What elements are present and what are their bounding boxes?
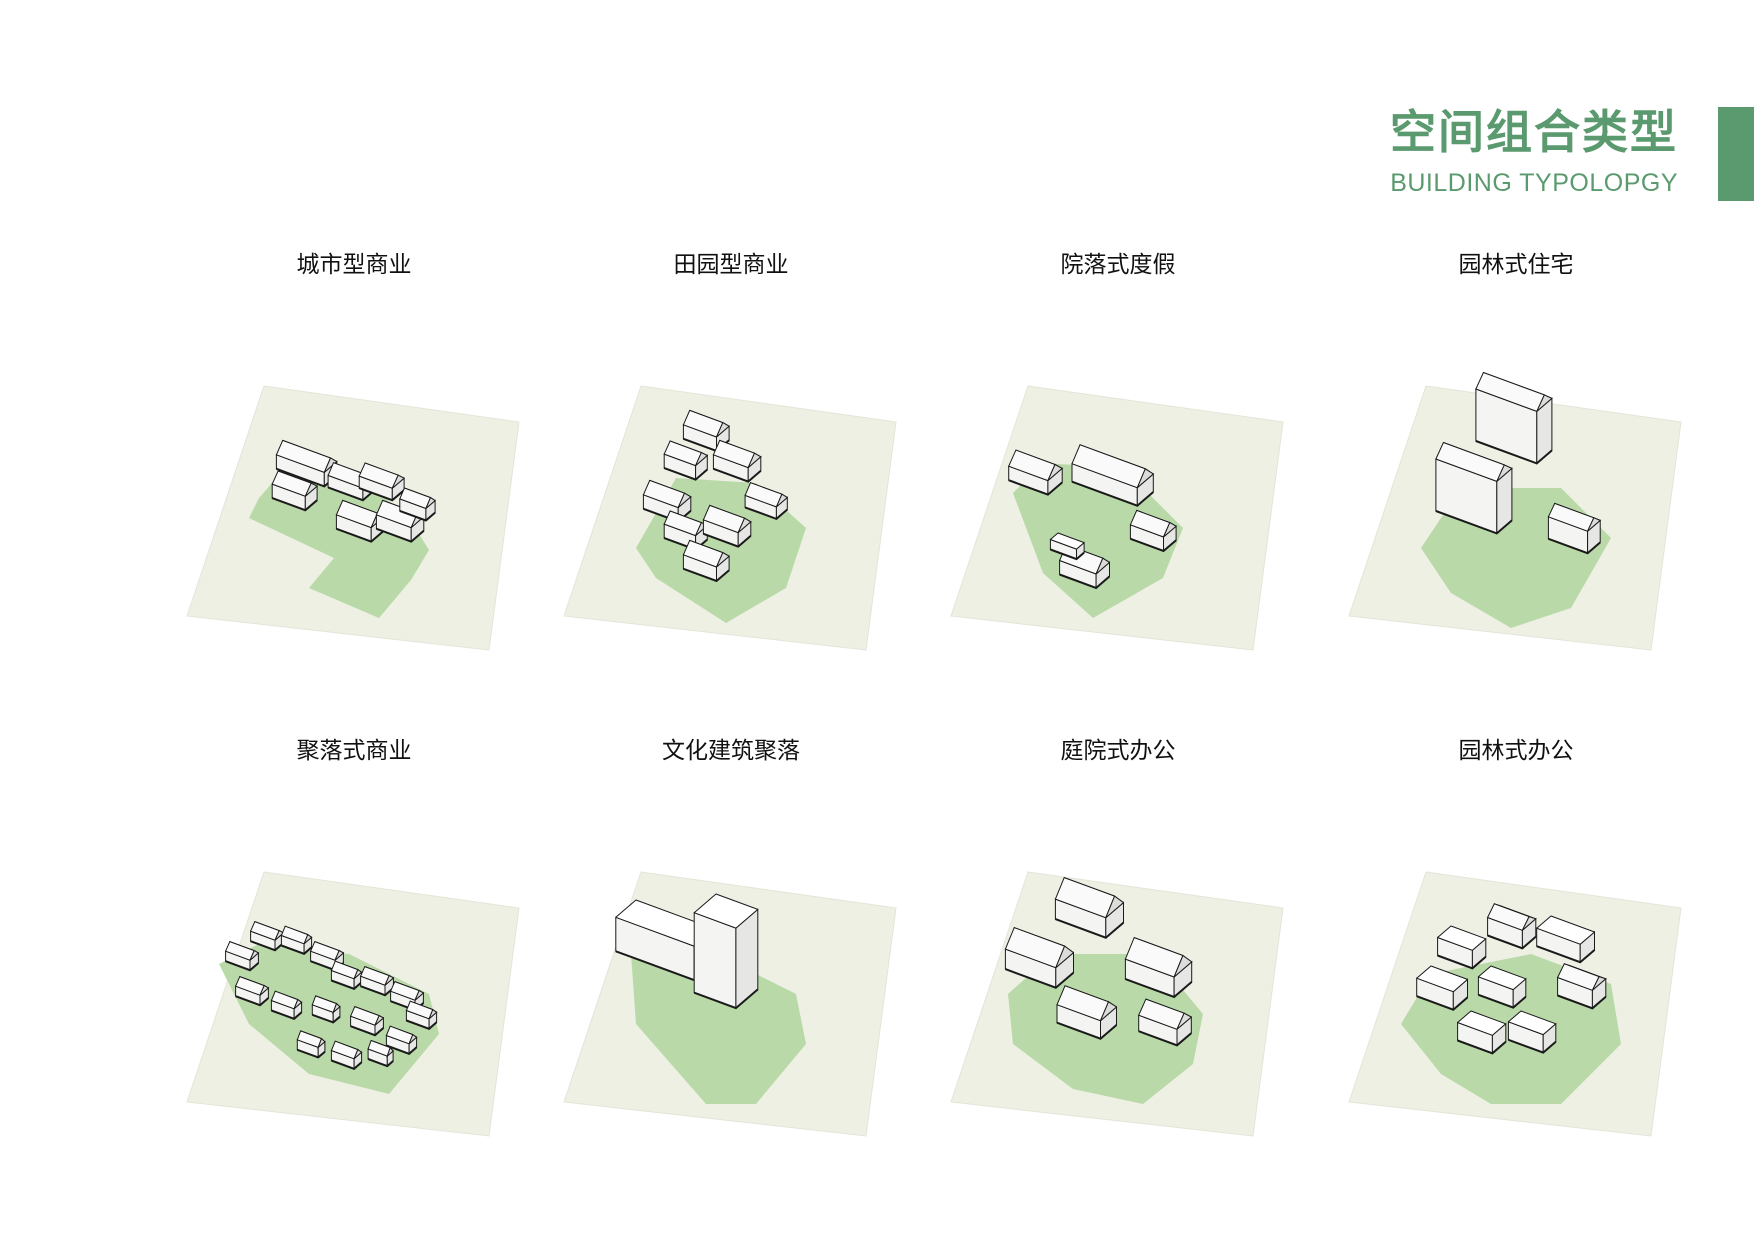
typology-card-pastoral-commercial: 田园型商业	[521, 250, 941, 680]
typology-label: 城市型商业	[296, 252, 412, 278]
typology-card-garden-residential: 园林式住宅	[1306, 250, 1726, 680]
garden-office-model	[1348, 871, 1682, 1137]
building-masses	[615, 893, 759, 1010]
courtyard-office-model	[950, 871, 1284, 1137]
page-subtitle: BUILDING TYPOLOPGY	[1390, 169, 1678, 197]
garden-residential-model	[1348, 371, 1682, 651]
typology-label: 院落式度假	[1060, 252, 1176, 278]
pastoral-commercial-model	[563, 385, 897, 651]
typology-label: 文化建筑聚落	[662, 738, 800, 764]
building-masses	[271, 439, 436, 543]
cultural-building-cluster-model	[563, 871, 897, 1137]
typology-card-garden-office: 园林式办公	[1306, 736, 1726, 1166]
building-masses	[1435, 371, 1602, 555]
building-masses	[1416, 903, 1607, 1055]
building-masses	[1004, 876, 1193, 1047]
settlement-commercial-model	[186, 871, 520, 1137]
typology-card-courtyard-office: 庭院式办公	[908, 736, 1328, 1166]
page-header: 空间组合类型 BUILDING TYPOLOPGY	[1390, 104, 1678, 198]
green-space	[631, 954, 806, 1104]
building-masses	[1008, 444, 1177, 590]
accent-bar	[1718, 107, 1754, 201]
typology-label: 园林式住宅	[1458, 252, 1574, 278]
building-masses	[642, 409, 789, 583]
typology-card-cultural-cluster: 文化建筑聚落	[521, 736, 941, 1166]
typology-card-settlement-commercial: 聚落式商业	[144, 736, 564, 1166]
typology-label: 庭院式办公	[1060, 738, 1176, 764]
typology-label: 田园型商业	[673, 252, 789, 278]
typology-card-urban-commercial: 城市型商业	[144, 250, 564, 680]
typology-label: 园林式办公	[1458, 738, 1574, 764]
typology-card-courtyard-resort: 院落式度假	[908, 250, 1328, 680]
building-masses	[224, 920, 438, 1070]
urban-commercial-model	[186, 385, 520, 651]
courtyard-resort-model	[950, 385, 1284, 651]
page-title: 空间组合类型	[1390, 105, 1678, 159]
typology-label: 聚落式商业	[296, 738, 412, 764]
